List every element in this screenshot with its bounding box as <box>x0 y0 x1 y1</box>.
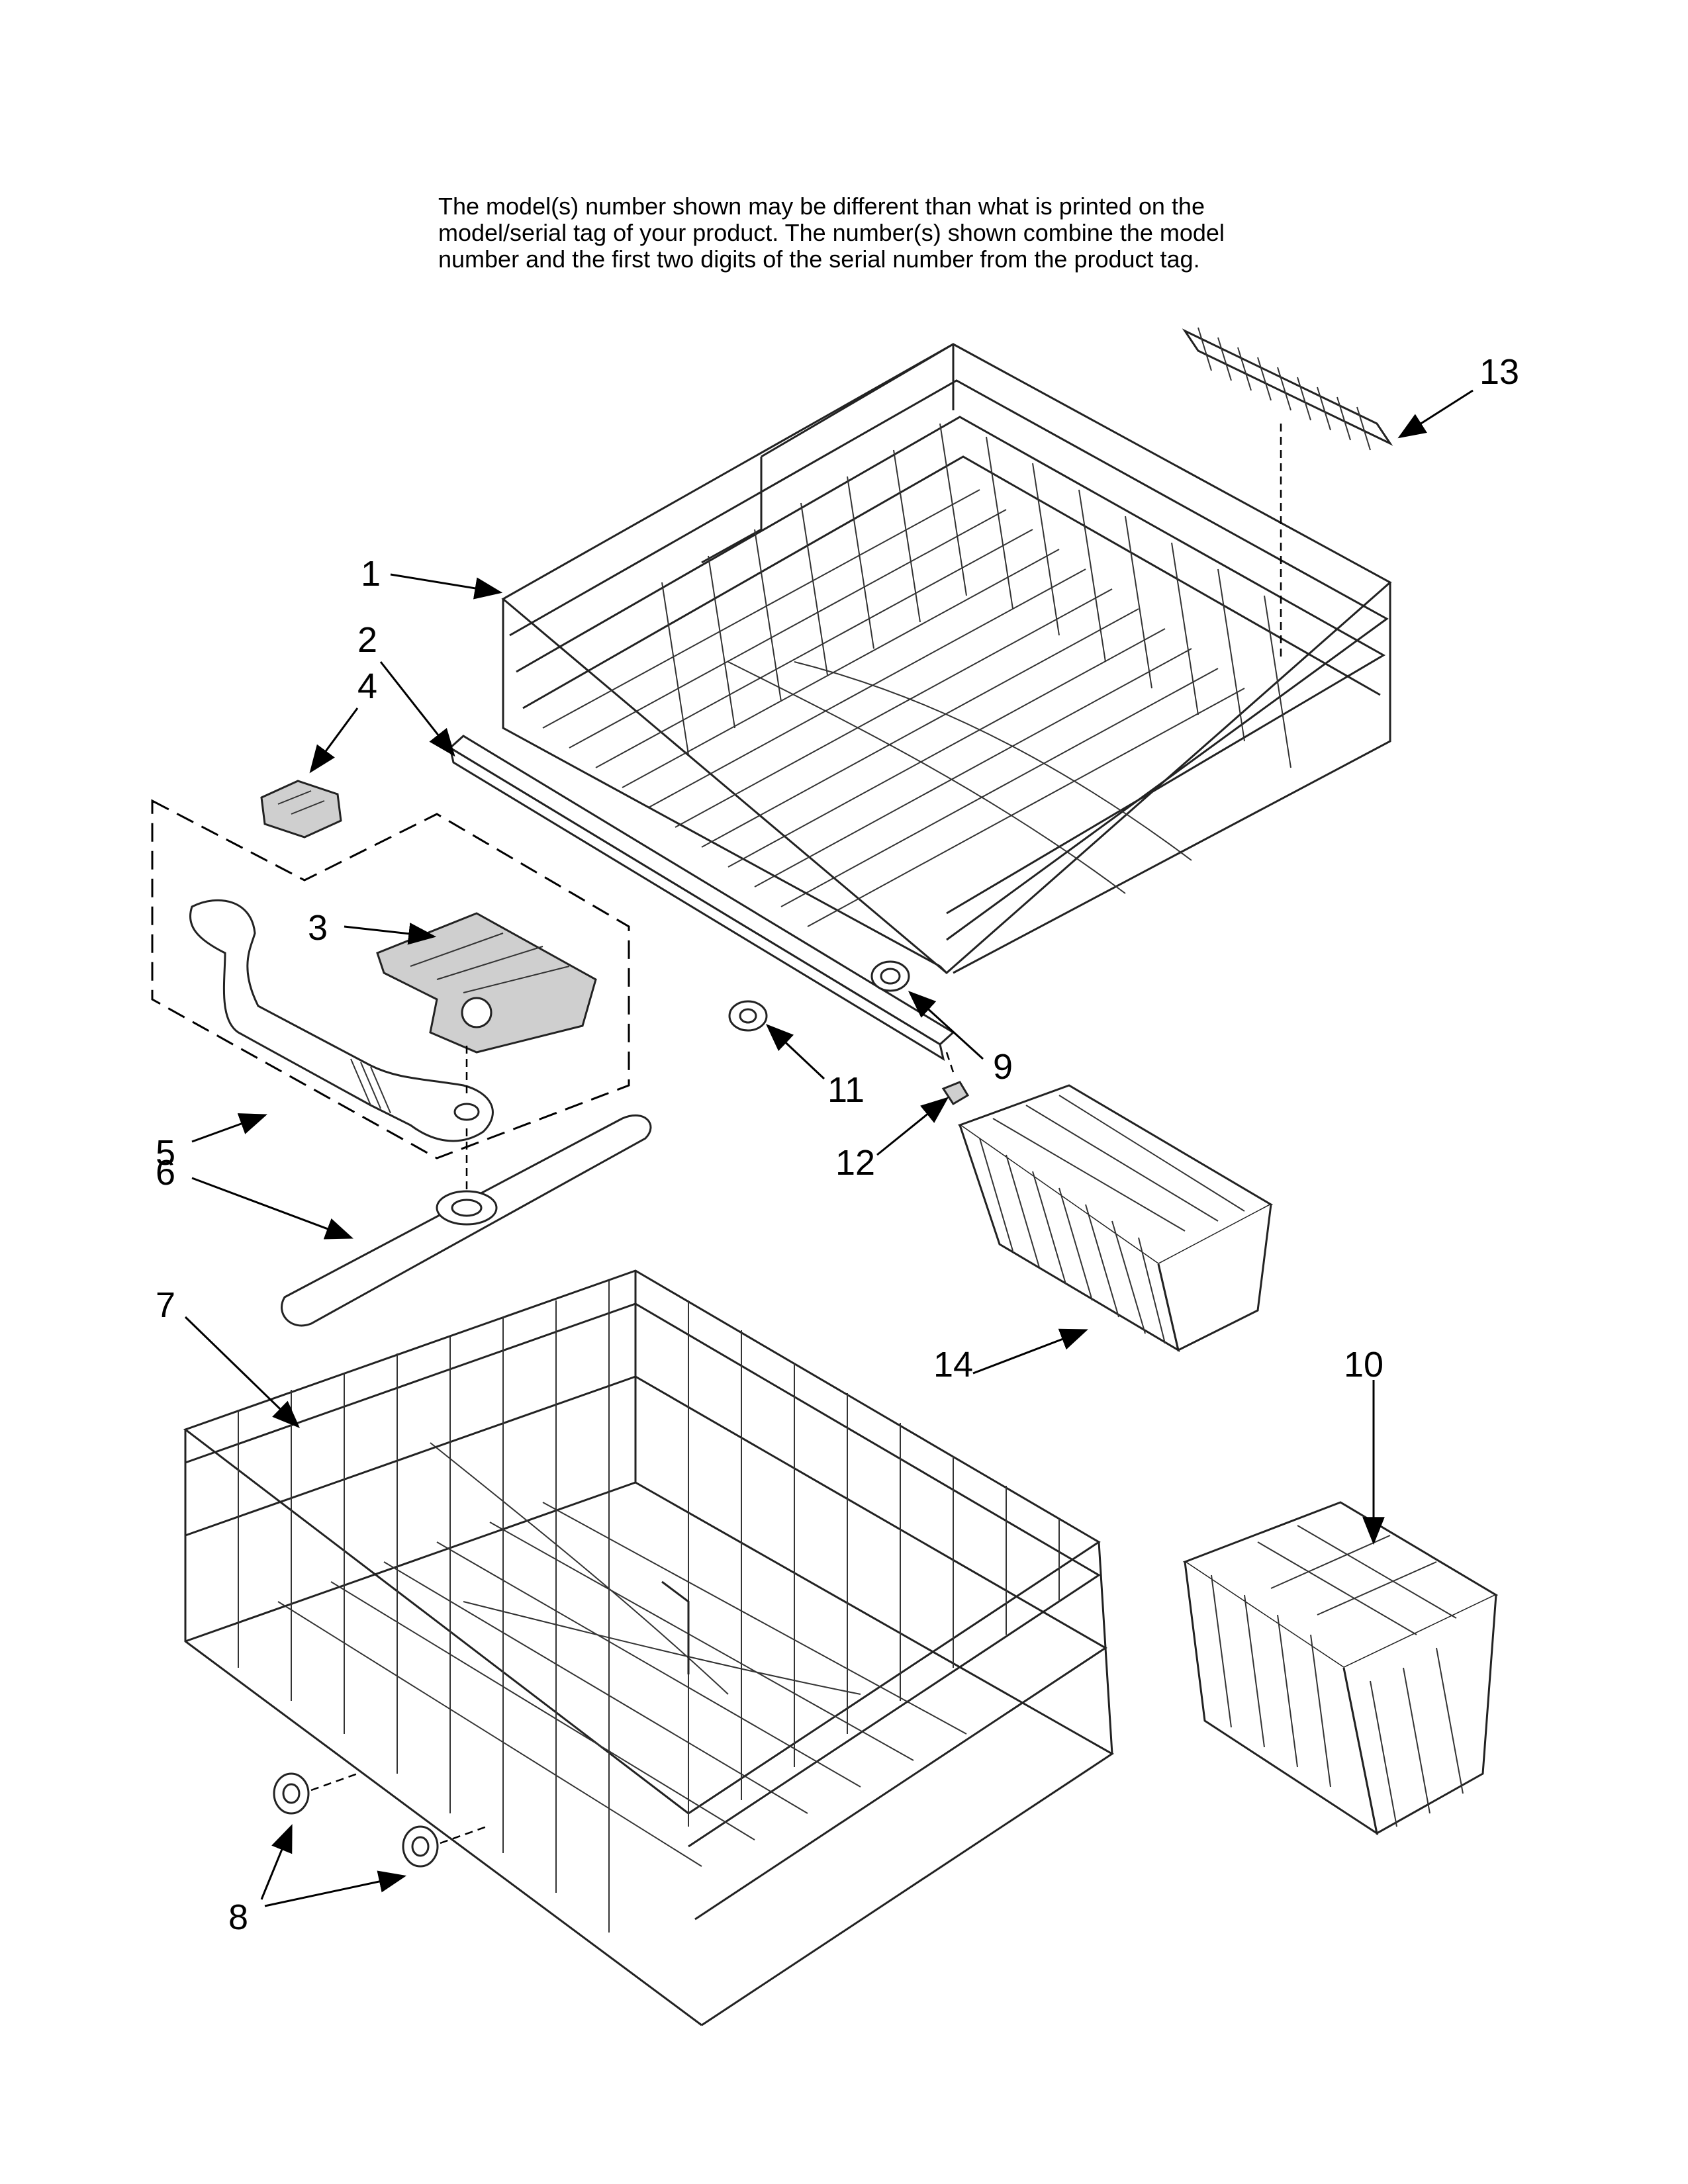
leader-13 <box>1397 389 1474 439</box>
callout-6: 6 <box>156 1153 175 1193</box>
rail-stop-12 <box>941 1081 970 1106</box>
leader-lines <box>184 389 1474 1907</box>
lower-spray-arm <box>281 1114 652 1327</box>
callout-7: 7 <box>156 1285 175 1325</box>
callout-2: 2 <box>357 620 377 660</box>
leader-3 <box>344 923 437 945</box>
manifold-bracket <box>376 912 597 1099</box>
callout-12: 12 <box>835 1143 875 1183</box>
leader-6 <box>191 1177 353 1240</box>
callout-14: 14 <box>933 1345 973 1385</box>
upper-rack <box>501 343 1392 974</box>
manifold-tube <box>189 899 494 1142</box>
leader-9 <box>908 991 984 1060</box>
callout-11: 11 <box>827 1070 865 1110</box>
assembly-outline <box>151 799 630 1160</box>
rack-wheel-9 <box>870 960 910 992</box>
leader-11 <box>765 1024 825 1080</box>
lower-rack-wheel-b <box>402 1825 487 1868</box>
lower-rack <box>183 1269 1114 2026</box>
leader-14 <box>972 1328 1088 1375</box>
callout-13: 13 <box>1479 352 1519 392</box>
callout-numbers: 1 2 3 4 5 6 7 8 9 10 11 12 13 14 <box>156 352 1519 1937</box>
leader-7 <box>184 1316 301 1428</box>
leader-8b <box>264 1870 407 1907</box>
callout-3: 3 <box>308 908 328 948</box>
lower-rack-wheel-a <box>273 1772 358 1815</box>
leader-5 <box>191 1113 267 1143</box>
callout-4: 4 <box>357 666 377 706</box>
callout-1: 1 <box>361 554 381 594</box>
leader-1 <box>390 573 503 600</box>
leader-8a <box>260 1824 293 1900</box>
callout-10: 10 <box>1344 1345 1383 1385</box>
silverware-basket <box>1182 1501 1499 1836</box>
note-line-2: model/serial tag of your product. The nu… <box>438 219 1225 246</box>
model-number-note: The model(s) number shown may be differe… <box>438 193 1365 273</box>
callout-5: 5 <box>156 1133 175 1173</box>
rack-wheel-11 <box>728 1000 768 1032</box>
callout-8: 8 <box>228 1897 248 1937</box>
leader-2 <box>379 661 455 757</box>
note-line-3: number and the first two digits of the s… <box>438 246 1200 273</box>
leader-4 <box>309 707 359 774</box>
clip <box>260 780 342 839</box>
rack-rail <box>448 735 955 1073</box>
fold-down-tine <box>1182 327 1393 662</box>
leader-12 <box>876 1097 949 1156</box>
accessory-basket <box>957 1084 1274 1353</box>
callout-9: 9 <box>993 1047 1013 1087</box>
note-line-1: The model(s) number shown may be differe… <box>438 193 1205 220</box>
